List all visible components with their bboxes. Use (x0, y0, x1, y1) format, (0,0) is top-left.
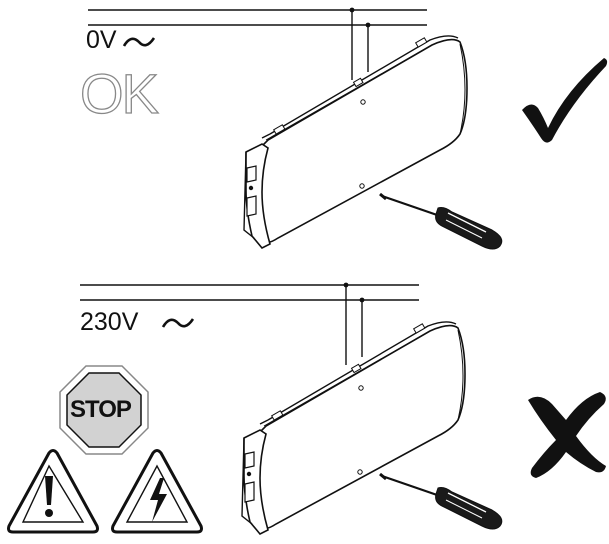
emergency-light-fixture (241, 321, 466, 535)
emergency-light-fixture (243, 35, 468, 249)
ac-tilde-icon (122, 37, 156, 47)
ok-status-label: OK (79, 62, 159, 125)
voltage-label-bottom: 230V (80, 308, 139, 336)
cross-icon (528, 392, 606, 478)
screwdriver-icon (378, 472, 504, 531)
screwdriver-icon (378, 192, 504, 251)
exclamation-warning-icon (7, 449, 99, 534)
top-panel (88, 7, 608, 251)
electric-shock-warning-icon (111, 449, 203, 534)
voltage-label-top: 0V (86, 26, 117, 54)
stop-sign (59, 365, 149, 455)
check-icon (522, 58, 608, 143)
stop-sign-label: STOP (70, 396, 132, 423)
bottom-panel (7, 282, 606, 535)
ac-tilde-icon (161, 318, 195, 328)
